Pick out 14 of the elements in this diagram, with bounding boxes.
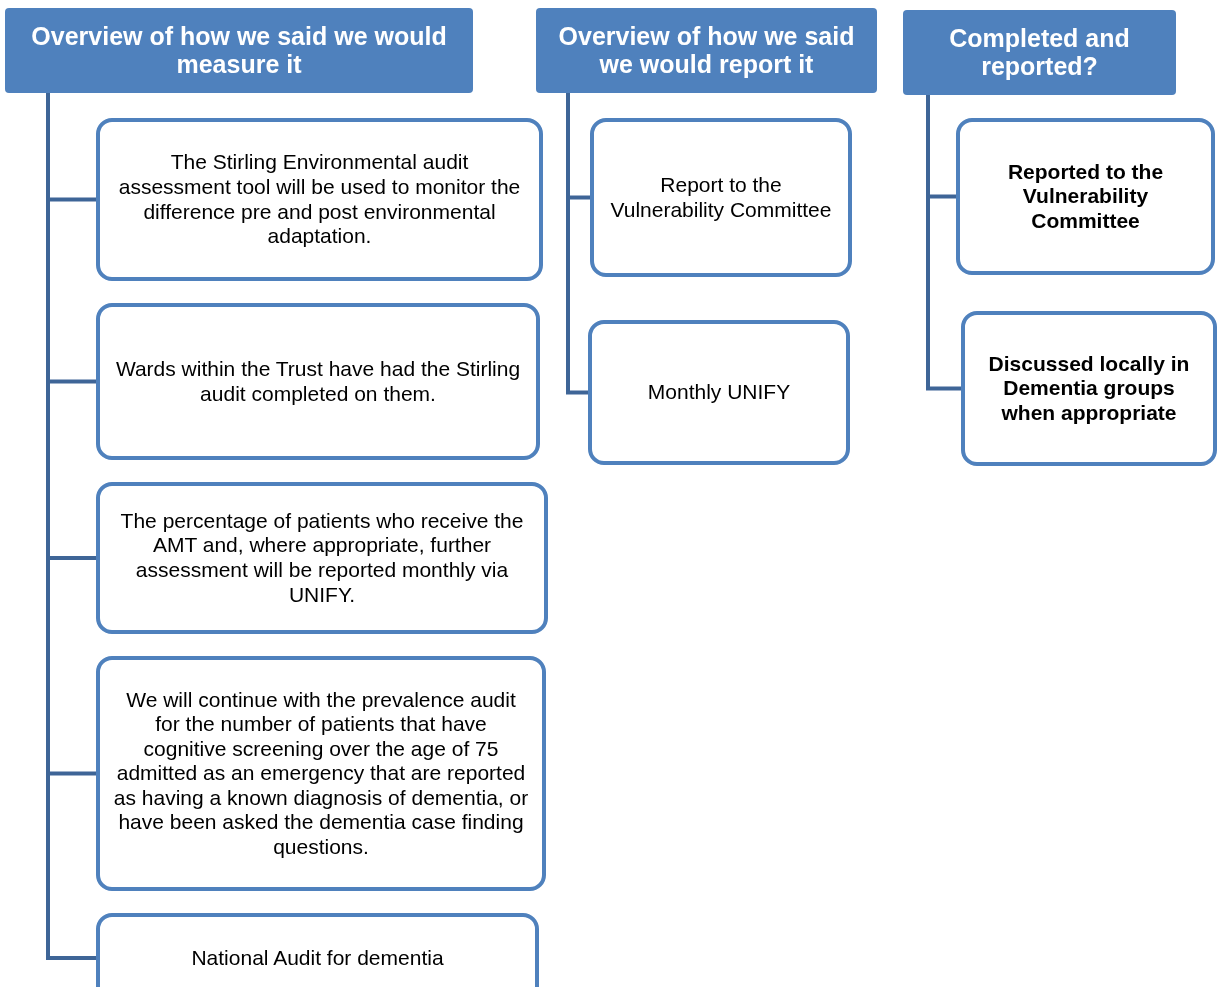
text-box: The percentage of patients who receive the AMT and, where appropriate, further assessment will be reported monthly via UNIFY. bbox=[96, 482, 548, 634]
connector-line bbox=[566, 93, 588, 395]
text-box: Wards within the Trust have had the Stirling audit completed on them. bbox=[96, 303, 540, 460]
text-box: Monthly UNIFY bbox=[588, 320, 850, 465]
text-box: Reported to the Vulnerability Committee bbox=[956, 118, 1215, 275]
column-header: Overview of how we said we would report it bbox=[536, 8, 877, 93]
text-box: National Audit for dementia bbox=[96, 913, 539, 987]
text-box: The Stirling Environmental audit assessment tool will be used to monitor the difference pre and post environmental adaptation. bbox=[96, 118, 543, 281]
text-box: Discussed locally in Dementia groups when appropriate bbox=[961, 311, 1217, 466]
column-header: Overview of how we said we would measure it bbox=[5, 8, 473, 93]
column-header: Completed and reported? bbox=[903, 10, 1176, 95]
connector-line bbox=[926, 95, 961, 391]
text-box: We will continue with the prevalence audit for the number of patients that have cognitive screening over the age of 75 admitted as an emergency that are reported as having a known diagnosis of dementia, or have been asked the dementia case finding questions. bbox=[96, 656, 546, 891]
text-box: Report to the Vulnerability Committee bbox=[590, 118, 852, 277]
